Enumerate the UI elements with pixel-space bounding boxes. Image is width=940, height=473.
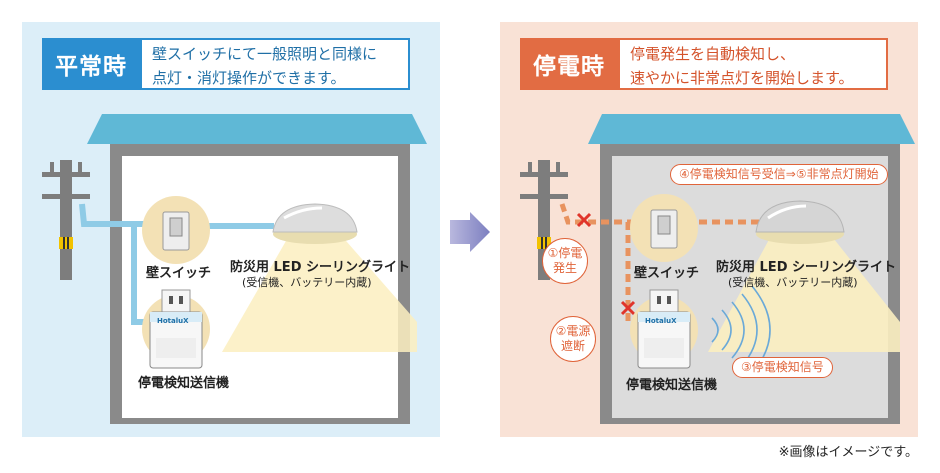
step1-line1: ①停電	[547, 246, 583, 260]
utility-pole-icon	[42, 160, 90, 280]
cut-mark-icon	[576, 212, 636, 316]
outage-house-illustration	[520, 114, 915, 424]
step1-line2: 発生	[552, 261, 577, 275]
transition-arrow-icon	[450, 212, 490, 252]
footnote: ※画像はイメージです。	[778, 445, 918, 460]
wall-switch-icon	[630, 194, 698, 262]
normal-badge: 平常時	[42, 38, 140, 90]
step1-callout: ①停電 発生	[542, 238, 588, 284]
ceiling-light-icon	[272, 203, 358, 244]
normal-panel: 平常時 壁スイッチにて一般照明と同様に 点灯・消灯操作ができます。	[22, 22, 440, 437]
outage-badge: 停電時	[520, 38, 618, 90]
step3-callout: ③停電検知信号	[732, 357, 833, 378]
step2-line1: ②電源	[555, 324, 591, 338]
step2-callout: ②電源 遮断	[550, 316, 596, 362]
outage-description: 停電発生を自動検知し、 速やかに非常点灯を開始します。	[618, 38, 888, 90]
outage-transmitter-label: 停電検知送信機	[626, 378, 718, 393]
house-roof	[588, 114, 915, 144]
outage-panel: 停電時 停電発生を自動検知し、 速やかに非常点灯を開始します。	[500, 22, 918, 437]
ceiling-light-icon	[755, 200, 845, 244]
outage-desc-line1: 停電発生を自動検知し、	[630, 45, 796, 63]
normal-desc-line1: 壁スイッチにて一般照明と同様に	[152, 45, 378, 63]
normal-description: 壁スイッチにて一般照明と同様に 点灯・消灯操作ができます。	[140, 38, 410, 90]
normal-transmitter-label: 停電検知送信機	[138, 376, 230, 391]
normal-switch-label: 壁スイッチ	[146, 266, 212, 281]
outage-light-label: 防災用 LED シーリングライト	[716, 260, 897, 275]
transmitter-icon	[142, 289, 210, 369]
step2-line2: 遮断	[560, 339, 585, 353]
normal-device-brand: HotaluX	[157, 317, 189, 325]
house-roof	[87, 114, 427, 144]
normal-light-label: 防災用 LED シーリングライト	[230, 260, 411, 275]
transmitter-icon	[630, 289, 698, 369]
normal-desc-line2: 点灯・消灯操作ができます。	[152, 69, 346, 87]
outage-device-brand: HotaluX	[645, 317, 677, 325]
normal-house-illustration	[42, 114, 427, 424]
normal-light-sublabel: (受信機、バッテリー内蔵)	[242, 276, 372, 289]
outage-light-sublabel: (受信機、バッテリー内蔵)	[728, 276, 858, 289]
wall-switch-icon	[142, 196, 210, 264]
outage-desc-line2: 速やかに非常点灯を開始します。	[630, 69, 854, 87]
light-beam	[222, 234, 417, 352]
outage-switch-label: 壁スイッチ	[634, 266, 700, 281]
step45-callout: ④停電検知信号受信⇒⑤非常点灯開始	[670, 164, 888, 185]
